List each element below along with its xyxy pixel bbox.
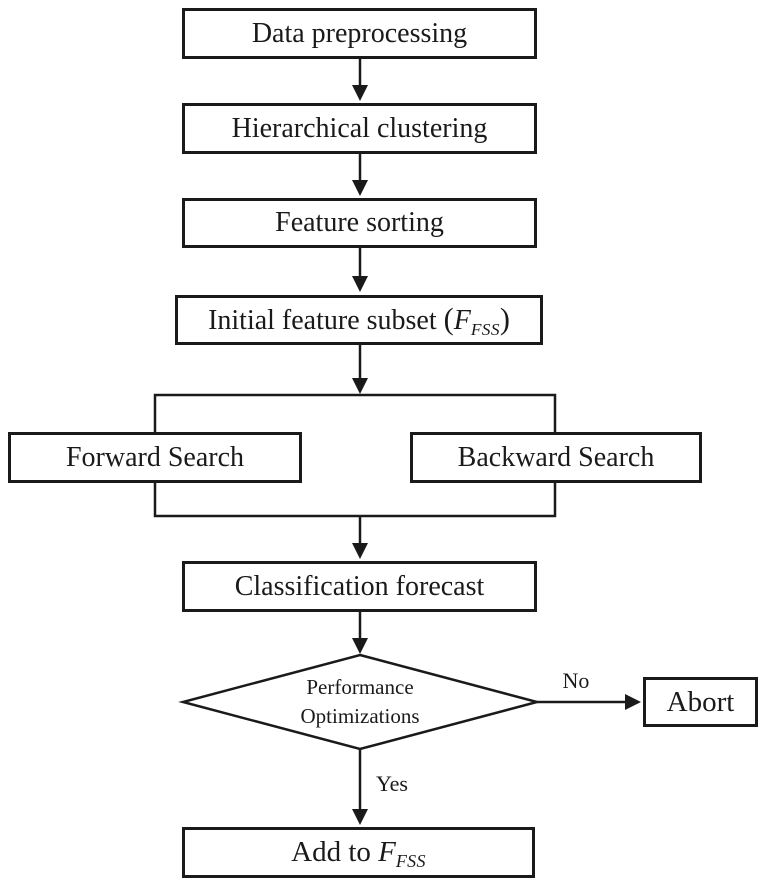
arrow-classification-to-decision <box>352 612 368 654</box>
node-forward-search-label: Forward Search <box>65 441 245 473</box>
decision-label-line2: Optimizations <box>300 704 420 728</box>
node-data-preprocessing-label: Data preprocessing <box>251 17 468 49</box>
subset-label-prefix: Initial feature subset <box>208 305 444 337</box>
edge-label-no: No <box>562 668 590 693</box>
arrow-preprocessing-to-clustering <box>352 59 368 101</box>
node-backward-search: Backward Search <box>410 432 702 483</box>
node-data-preprocessing: Data preprocessing <box>182 8 537 59</box>
subset-close-paren: ) <box>499 302 510 337</box>
subset-f-subscript: FSS <box>470 319 500 339</box>
node-classification-forecast-label: Classification forecast <box>234 570 485 602</box>
node-backward-search-label: Backward Search <box>457 441 655 473</box>
decision-label-line1: Performance <box>306 675 414 700</box>
add-label-prefix: Add to <box>291 836 379 869</box>
arrow-decision-no-to-abort <box>537 694 641 710</box>
node-initial-feature-subset: Initial feature subset (FFSS) <box>175 295 543 345</box>
arrow-sorting-to-subset <box>352 248 368 292</box>
node-hierarchical-clustering: Hierarchical clustering <box>182 103 537 154</box>
node-hierarchical-clustering-label: Hierarchical clustering <box>231 112 488 144</box>
node-initial-feature-subset-label: Initial feature subset (FFSS) <box>208 302 510 339</box>
arrow-clustering-to-sorting <box>352 154 368 196</box>
node-forward-search: Forward Search <box>8 432 302 483</box>
node-abort-label: Abort <box>666 685 735 718</box>
node-add-to-fss-label: Add to FFSS <box>291 836 426 870</box>
arrow-subset-to-split <box>352 345 368 394</box>
node-classification-forecast: Classification forecast <box>182 561 537 612</box>
node-feature-sorting: Feature sorting <box>182 198 537 248</box>
node-feature-sorting-label: Feature sorting <box>275 207 444 239</box>
subset-open-paren: ( <box>443 302 454 337</box>
decision-diamond-label: Performance Optimizations <box>240 672 480 732</box>
subset-f-symbol: F <box>453 305 471 337</box>
node-add-to-fss: Add to FFSS <box>182 827 535 878</box>
node-abort: Abort <box>643 677 758 727</box>
arrow-decision-yes-to-add <box>352 749 368 825</box>
arrow-split-to-classification <box>352 516 368 559</box>
add-f-symbol: F <box>378 836 396 869</box>
edge-label-yes: Yes <box>375 771 408 796</box>
add-f-subscript: FSS <box>395 851 426 872</box>
